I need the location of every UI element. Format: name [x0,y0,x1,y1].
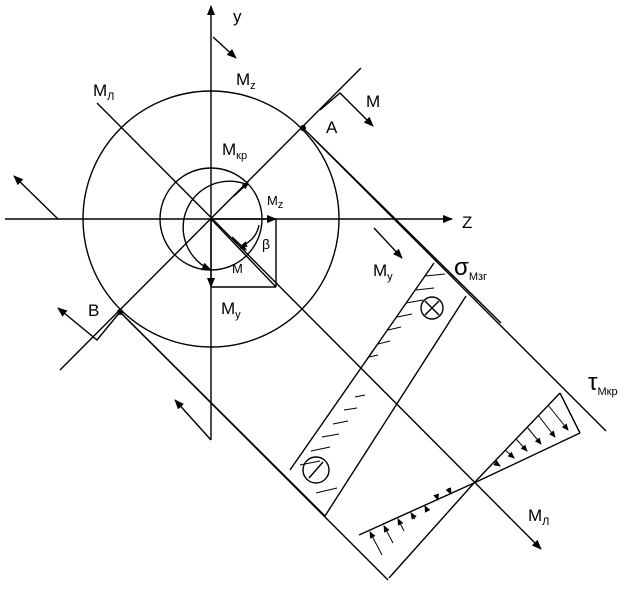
outer-circle [82,90,340,348]
minus-sign-icon [302,456,330,484]
y-axis-label: y [233,7,242,26]
ml-label-bottom: МЛ [528,506,549,528]
beta-label: β [262,236,270,252]
cut-a [319,92,374,127]
tau-top-diagonal [473,392,561,484]
point-a-label: A [326,118,338,137]
mkr-direction-arrow [233,182,249,197]
mz-label-inner: Mz [267,193,283,211]
tau-hatch-bottom [369,487,452,556]
mz-label-top: Mz [236,70,256,92]
my-label-right: My [373,261,393,283]
sigma-hatch-positive [368,273,446,358]
cut-left [13,175,59,220]
sigma-label: σМзг [454,254,487,283]
plus-sign-icon [420,296,444,320]
cut-bottom [174,399,212,441]
mkr-label: Mкр [222,140,247,162]
boundary-a-tau [312,137,607,432]
cut-top [212,36,237,59]
my-right-arrow [373,227,403,259]
boundary-b-tau [119,311,389,581]
sigma-base-line [289,262,435,471]
tau-bottom-base [358,482,475,536]
tau-hatch-top [493,404,569,467]
ml-label-top: МЛ [93,81,114,103]
m-label-inner: M [232,261,243,276]
tau-bottom-diagonal [388,482,475,579]
my-label-bottom: My [221,299,241,321]
tau-label: τМкр [588,369,618,398]
neutral-line [96,102,542,550]
sigma-hatch-negative [299,394,366,494]
m-vector [210,218,277,288]
z-axis-label: Z [462,213,472,232]
beta-arc [240,224,260,247]
torque-arc [182,180,249,271]
tau-top-edge [559,392,581,434]
point-a [300,125,306,131]
m-label-top-right: M [366,92,380,111]
sigma-diagonal [324,295,467,517]
point-b-label: B [88,301,99,320]
cut-b [57,307,121,341]
tau-top-base [473,432,581,484]
m-vector-arrow [231,236,247,251]
